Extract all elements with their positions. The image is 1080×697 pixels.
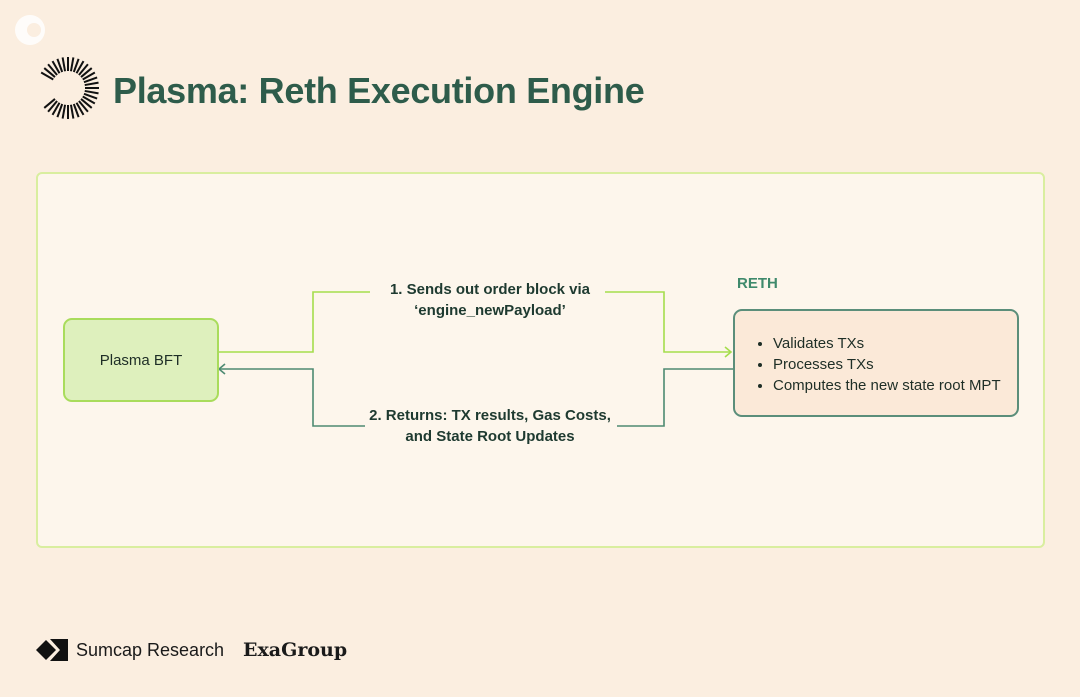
logo-ray	[43, 98, 56, 109]
plasma-logo-icon	[34, 56, 102, 125]
logo-ray	[56, 103, 64, 118]
logo-ray	[56, 58, 64, 73]
logo-ray	[84, 89, 99, 95]
logo-ray	[47, 100, 58, 113]
logo-ray	[40, 71, 54, 81]
reth-item: Processes TXs	[773, 354, 1017, 375]
return-label-line1: 2. Returns: TX results, Gas Costs,	[369, 407, 611, 424]
reth-label: RETH	[737, 275, 778, 292]
plasma-bft-label: Plasma BFT	[99, 351, 183, 369]
logo-ray	[78, 100, 89, 113]
watermark	[10, 8, 50, 53]
logo-ray	[51, 102, 61, 116]
exagroup-logo: ExaGroup	[243, 639, 348, 661]
logo-ray	[51, 60, 61, 74]
logo-ray	[75, 102, 85, 116]
logo-ray	[72, 58, 80, 73]
send-arrow-line	[217, 291, 370, 353]
sumcap-diamond-icon	[36, 639, 68, 661]
logo-ray	[82, 71, 96, 81]
logo-ray	[69, 104, 75, 119]
logo-ray	[61, 104, 67, 119]
return-arrowhead-icon	[217, 363, 226, 375]
send-label-line1: 1. Sends out order block via	[389, 281, 591, 298]
plasma-bft-box: Plasma BFT	[63, 318, 219, 402]
logo-ray	[47, 63, 58, 76]
bull-logo-icon	[15, 15, 45, 45]
logo-ray	[80, 98, 93, 109]
logo-ray	[78, 63, 89, 76]
send-arrowhead-icon	[724, 346, 733, 358]
logo-ray	[83, 76, 98, 84]
logo-ray	[80, 67, 93, 78]
send-label: 1. Sends out order block via ‘engine_new…	[370, 279, 610, 321]
logo-ray	[72, 103, 80, 118]
logo-ray	[43, 67, 56, 78]
reth-box: Validates TXs Processes TXs Computes the…	[733, 309, 1019, 417]
page-title: Plasma: Reth Execution Engine	[113, 70, 645, 111]
logo-ray	[83, 92, 98, 100]
return-label-line2: and State Root Updates	[405, 428, 575, 445]
logo-ray	[69, 57, 75, 72]
return-label: 2. Returns: TX results, Gas Costs, and S…	[360, 405, 620, 447]
logo-ray	[75, 60, 85, 74]
send-label-line2: ‘engine_newPayload’	[414, 302, 566, 319]
sumcap-label: Sumcap Research	[76, 639, 225, 660]
return-arrow-line	[219, 368, 365, 427]
logo-ray	[61, 57, 67, 72]
return-arrow-line	[617, 368, 733, 427]
reth-item: Computes the new state root MPT	[773, 375, 1017, 396]
reth-item: Validates TXs	[773, 333, 1017, 354]
sumcap-logo: Sumcap Research	[36, 638, 224, 662]
logo-ray	[84, 81, 99, 87]
send-arrow-line	[605, 291, 731, 353]
logo-ray	[82, 95, 96, 105]
